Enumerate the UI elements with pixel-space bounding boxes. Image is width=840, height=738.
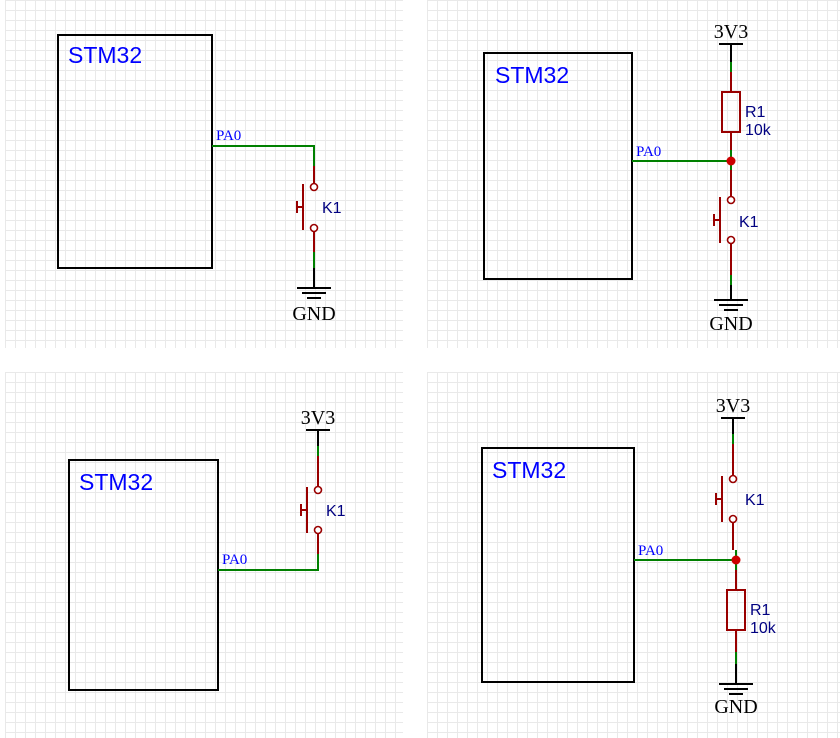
schematic-panel-pull-up: STM32 3V3 R1 10k PA0 K1 [427,0,840,348]
supply-symbol [719,43,743,62]
schematic-canvas: STM32 3V3 K1 PA0 R1 10k [481,395,777,718]
resistor-label: R1 [750,602,771,619]
push-button-k1 [296,166,319,252]
resistor-r1 [726,570,746,652]
stm32-chip-body [483,52,633,280]
switch-label: K1 [739,214,759,231]
resistor-value: 10k [745,122,772,139]
switch-label: K1 [322,200,342,217]
push-button-k1 [300,456,323,554]
schematic-panel-pull-down: STM32 3V3 K1 PA0 R1 10k [427,372,840,738]
supply-symbol [721,417,745,434]
net-label-pa0: PA0 [636,144,661,160]
supply-symbol [306,429,330,446]
pa0-wire [212,145,315,166]
stm32-chip-body [57,34,213,269]
chip-label: STM32 [79,469,153,495]
gnd-label: GND [292,303,335,325]
switch-label: K1 [326,503,346,520]
resistor-value: 10k [750,620,777,637]
chip-label: STM32 [68,42,142,68]
push-button-k1 [713,170,736,275]
net-label-pa0: PA0 [216,128,241,144]
supply-label: 3V3 [301,407,335,429]
supply-label: 3V3 [716,395,750,417]
resistor-r1 [721,72,741,150]
schematic-canvas: STM32 3V3 R1 10k PA0 K1 [483,21,772,335]
schematic-canvas: STM32 PA0 K1 GND [57,34,342,325]
net-label-pa0: PA0 [222,552,247,568]
stm32-chip-body [68,459,219,691]
resistor-label: R1 [745,104,766,121]
push-button-k1 [715,444,738,550]
ground-symbol [714,285,748,311]
junction-dot [731,555,741,565]
schematic-panel-button-to-ground: STM32 PA0 K1 GND [5,0,403,348]
schematic-panel-button-to-supply: STM32 3V3 K1 PA0 [5,372,403,738]
switch-label: K1 [745,492,765,509]
net-label-pa0: PA0 [638,543,663,559]
ground-symbol [719,664,753,695]
gnd-label: GND [714,696,757,718]
ground-symbol [297,268,331,299]
junction-dot [726,156,736,166]
pa0-wire [218,554,319,571]
schematic-canvas: STM32 3V3 K1 PA0 [68,407,346,691]
stm32-chip-body [481,447,635,683]
chip-label: STM32 [495,62,569,88]
chip-label: STM32 [492,457,566,483]
supply-label: 3V3 [714,21,748,43]
gnd-label: GND [709,313,752,335]
